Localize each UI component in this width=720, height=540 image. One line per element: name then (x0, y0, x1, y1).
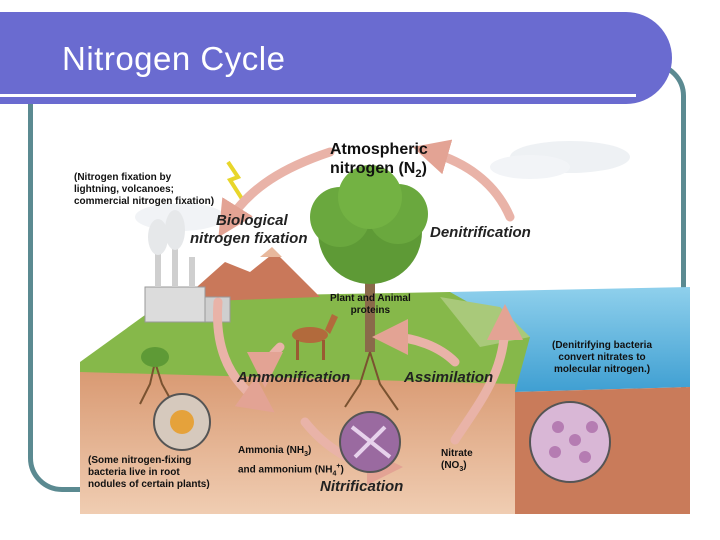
cloud (490, 155, 570, 179)
mountain-peak (260, 247, 282, 257)
legume-plant (141, 347, 169, 367)
diagram-artwork (80, 139, 690, 514)
arrow-assimilation (372, 319, 460, 367)
arrow-fixation (218, 147, 335, 238)
root-nodule-note: (Some nitrogen-fixing bacteria live in r… (88, 455, 210, 490)
tree (310, 165, 428, 352)
nitrification-label: Nitrification (320, 478, 404, 495)
lightning-bolt (226, 160, 246, 204)
banner-divider (0, 94, 636, 97)
factory (144, 210, 231, 323)
slide-title: Nitrogen Cycle (62, 40, 286, 77)
nitrogen-formula: nitrogen (N2) (330, 160, 427, 181)
ammonia-label: Ammonia (NH3) and ammonium (NH4+) (238, 445, 344, 478)
arrow-to-ammonia (213, 297, 275, 413)
arrow-denitrification (412, 139, 515, 222)
arrow-from-nitrate (450, 304, 523, 445)
ammonification-label: Ammonification (237, 369, 351, 386)
title-banner (0, 12, 672, 104)
denitrifying-bacteria-note: (Denitrifying bacteria convert nitrates … (552, 340, 653, 375)
plant-animal-proteins-label: Plant and Animal proteins (330, 293, 411, 316)
atmospheric-line: Atmospheric (330, 141, 428, 158)
nitrogen-cycle-diagram: Atmospheric nitrogen (N2) (Nitrogen fixa… (60, 122, 690, 514)
assimilation-label: Assimilation (404, 369, 494, 386)
nitrate-label: Nitrate (NO3) (441, 448, 473, 473)
lightning-fixation-note: (Nitrogen fixation by lightning, volcano… (74, 172, 215, 207)
nodule (170, 410, 194, 434)
arrow-ammonification (247, 342, 285, 388)
biological-fixation-label: Biological nitrogen fixation (190, 212, 308, 247)
atmospheric-nitrogen-label: Atmospheric nitrogen (N2) (330, 140, 428, 184)
denitrification-label: Denitrification (430, 224, 531, 241)
roots (139, 351, 399, 411)
deer (292, 314, 338, 360)
volcano-mountains (180, 252, 320, 302)
